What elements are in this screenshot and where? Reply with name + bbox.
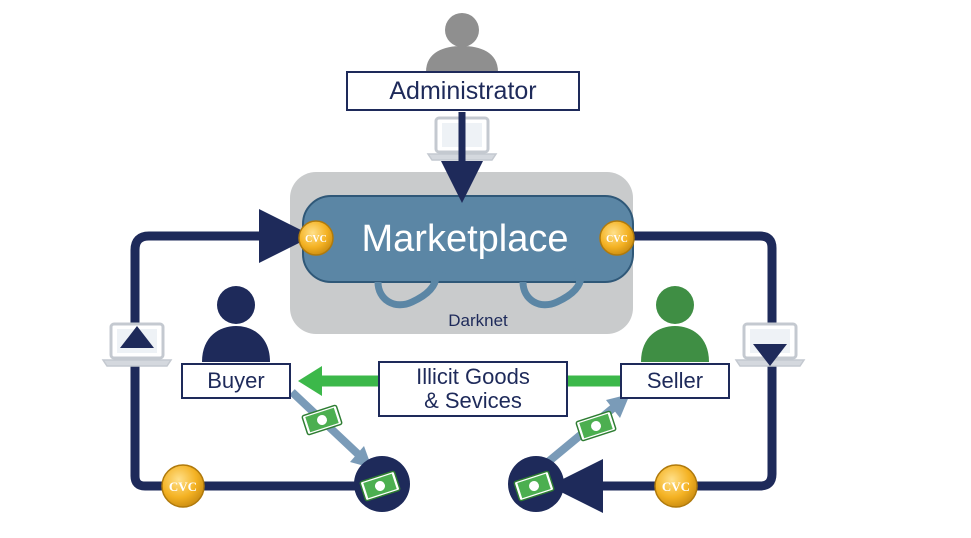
seller-label: Seller: [620, 363, 730, 399]
cycle-arrow-icon: [374, 268, 446, 309]
person-icon: [202, 286, 270, 362]
down-arrow: [753, 344, 787, 366]
cvc-coin-label: CVC: [662, 479, 690, 494]
buyer-label: Buyer: [181, 363, 291, 399]
cvc-coin-label: CVC: [169, 479, 197, 494]
cash-icon: [575, 410, 617, 442]
cvc-coin-icon: CVC: [599, 220, 635, 256]
administrator-label: Administrator: [346, 71, 580, 111]
cycle-arrow-icon: [519, 268, 591, 309]
goods-line-2: & Sevices: [424, 388, 522, 413]
illicit-goods-label: Illicit Goods & Sevices: [378, 361, 568, 417]
darknet-label: Darknet: [448, 311, 508, 330]
cvc-coin-icon: CVC: [298, 220, 334, 256]
cvc-coin-icon: CVC: [161, 464, 205, 508]
person-icon: [426, 13, 498, 72]
person-icon: [641, 286, 709, 362]
cvc-coin-label: CVC: [606, 234, 628, 245]
marketplace-title: Marketplace: [361, 218, 569, 260]
cvc-coin-icon: CVC: [654, 464, 698, 508]
cvc-coin-label: CVC: [305, 234, 327, 245]
goods-arrowhead: [298, 366, 322, 396]
up-arrow: [120, 326, 154, 348]
goods-line-1: Illicit Goods: [416, 364, 530, 389]
